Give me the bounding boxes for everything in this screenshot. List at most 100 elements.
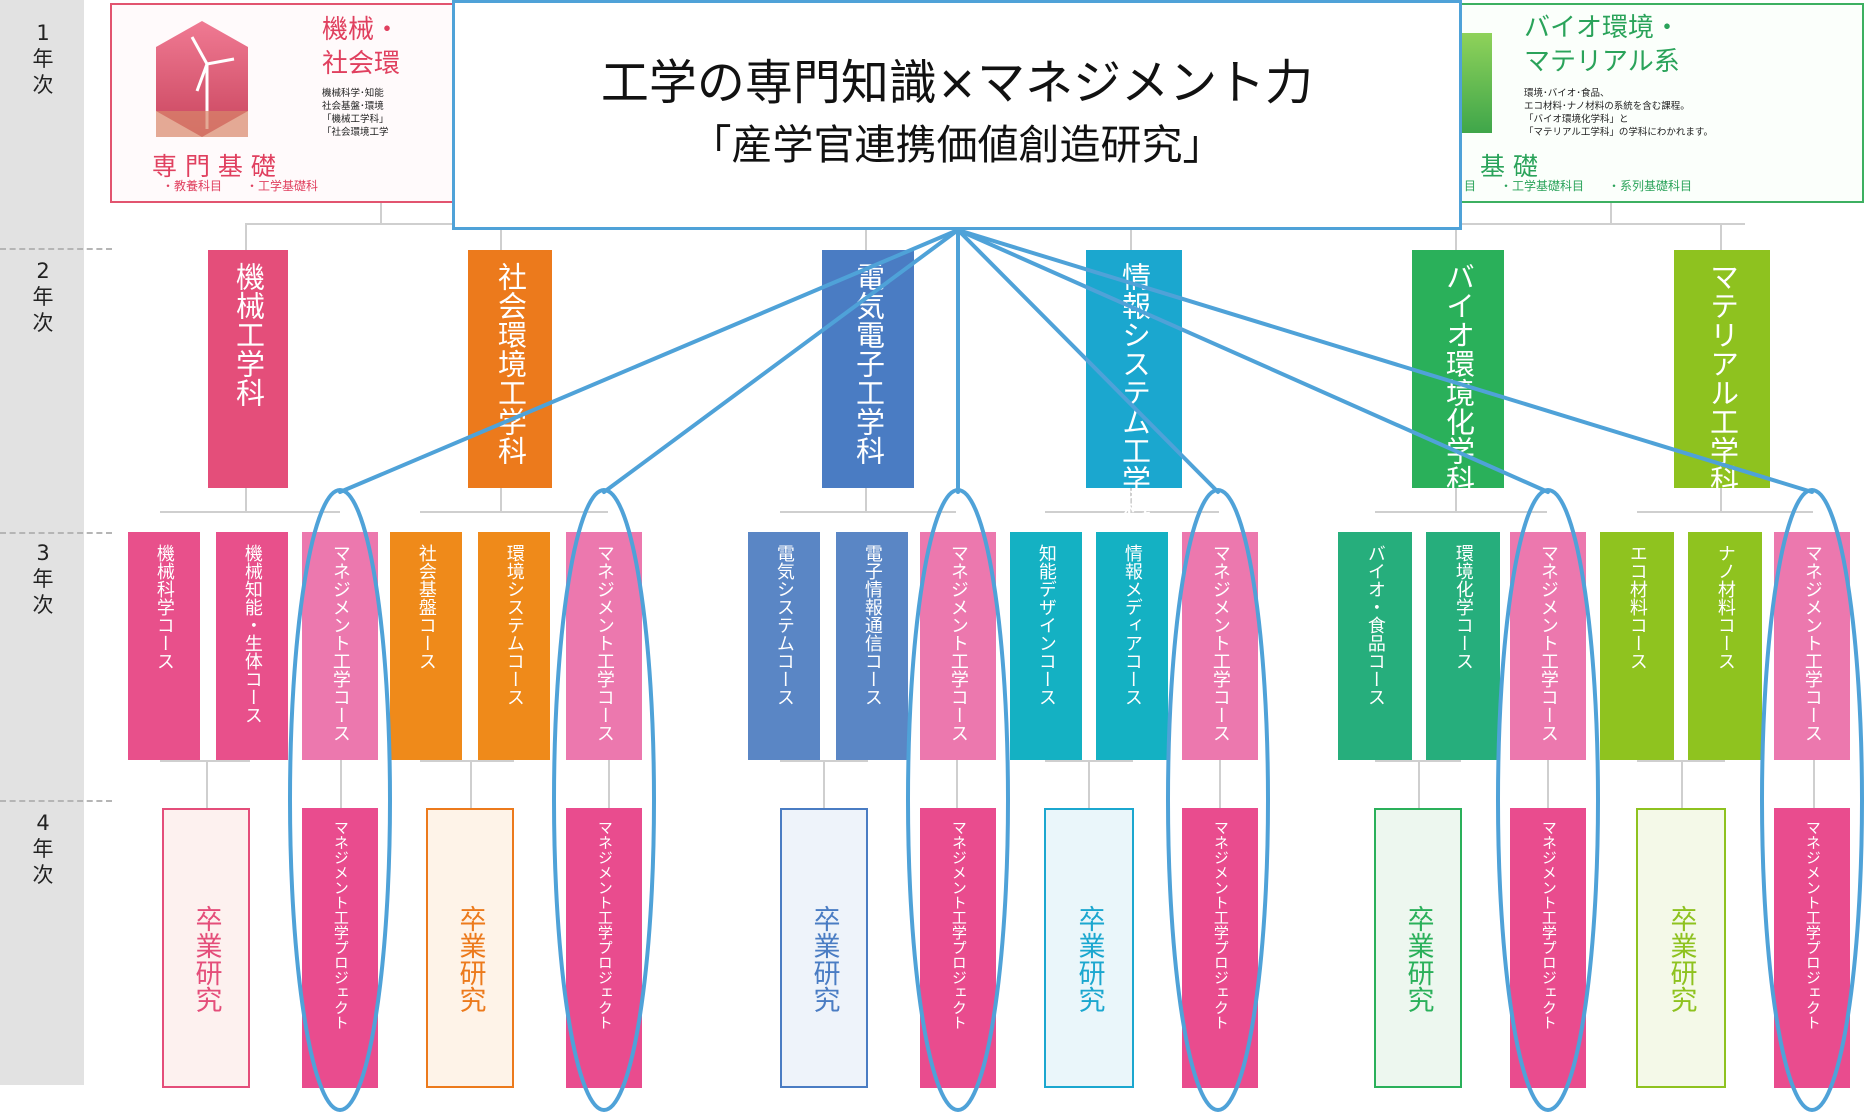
course-electronic-communication: 電子情報通信コース [836,532,908,760]
course-management-engineering: マネジメント工学コース [302,532,378,760]
management-project: マネジメント工学プロジェクト [302,808,378,1088]
year-divider [0,248,112,250]
management-project: マネジメント工学プロジェクト [1774,808,1850,1088]
highlight-ellipse [1760,488,1864,1112]
graduation-research-civil: 卒業研究 [426,808,514,1088]
course-management-engineering-label: マネジメント工学コース [1801,544,1823,742]
graduation-research-label: 卒業研究 [190,905,222,1013]
course-bio-food: バイオ・食品コース [1338,532,1412,760]
year-4-number: 4 [36,811,50,835]
management-project: マネジメント工学プロジェクト [566,808,642,1088]
panel-right-subjects: 目 ・工学基礎科目 ・系列基礎科目 [1464,179,1693,193]
dept-mechanical: 機械工学科 [208,250,288,488]
highlight-ellipse [288,488,392,1112]
bio-materials-panel: バイオ環境・ マテリアル系 環境･バイオ･食品、 エコ材料･ナノ材料の系統を含む… [1450,3,1864,203]
course-information-media: 情報メディアコース [1096,532,1168,760]
dept-civil-environmental: 社会環境工学科 [468,250,552,488]
graduation-research-label: 卒業研究 [1073,905,1105,1013]
management-project-label: マネジメント工学プロジェクト [1539,820,1558,1030]
graduation-research-electrical: 卒業研究 [780,808,868,1088]
course-management-engineering-label: マネジメント工学コース [1209,544,1231,742]
course-management-engineering-label: マネジメント工学コース [329,544,351,742]
year-1-text: 年 次 [32,47,54,97]
management-project-label: マネジメント工学プロジェクト [1803,820,1822,1030]
management-project: マネジメント工学プロジェクト [1510,808,1586,1088]
course-management-engineering: マネジメント工学コース [1182,532,1258,760]
dept-electrical-electronic: 電気電子工学科 [822,250,914,488]
fan-line [602,228,960,494]
course-environmental-chemistry-label: 環境化学コース [1452,544,1474,670]
dept-information-systems: 情報システム工学科 [1086,250,1182,523]
fan-line [956,228,1220,494]
wind-turbine-image [152,19,252,139]
management-project-label: マネジメント工学プロジェクト [595,820,614,1030]
course-nano-materials: ナノ材料コース [1688,532,1762,760]
panel-left-description: 機械科学･知能 社会基盤･環境 「機械工学科」 「社会環境工学 [322,88,389,138]
graduation-research-label: 卒業研究 [1665,905,1697,1013]
graduation-research-label: 卒業研究 [454,905,486,1013]
course-electrical-systems-label: 電気システムコース [773,544,795,706]
course-electronic-communication-label: 電子情報通信コース [861,544,883,706]
management-project-label: マネジメント工学プロジェクト [949,820,968,1030]
dept-mechanical-label: 機械工学科 [231,262,266,407]
course-environmental-chemistry: 環境化学コース [1426,532,1500,760]
course-eco-materials: エコ材料コース [1600,532,1674,760]
fan-line [338,228,960,494]
course-intelligent-design: 知能デザインコース [1010,532,1082,760]
year-divider [0,532,112,534]
course-mechanical-intelligence-label: 機械知能・生体コース [241,544,263,724]
panel-right-title-2: マテリアル系 [1524,47,1680,77]
course-electrical-systems: 電気システムコース [748,532,820,760]
year-4-text: 年 次 [32,837,54,887]
highlight-ellipse [906,488,1010,1112]
course-management-engineering-label: マネジメント工学コース [947,544,969,742]
highlight-ellipse [552,488,656,1112]
year-divider [0,800,112,802]
management-project-label: マネジメント工学プロジェクト [1211,820,1230,1030]
fan-line [956,228,1550,494]
highlight-ellipse [1496,488,1600,1112]
graduation-research-bio: 卒業研究 [1374,808,1462,1088]
graduation-research-mechanical: 卒業研究 [162,808,250,1088]
callout-box: 工学の専門知識×マネジメント力 「産学官連携価値創造研究」 [452,0,1462,230]
graduation-research-materials: 卒業研究 [1636,808,1726,1088]
graduation-research-label: 卒業研究 [1402,905,1434,1013]
course-intelligent-design-label: 知能デザインコース [1035,544,1057,706]
course-management-engineering: マネジメント工学コース [566,532,642,760]
management-project-label: マネジメント工学プロジェクト [331,820,350,1030]
panel-right-foundation: 基 礎 [1480,152,1538,181]
course-management-engineering-label: マネジメント工学コース [1537,544,1559,742]
course-management-engineering: マネジメント工学コース [1510,532,1586,760]
course-nano-materials-label: ナノ材料コース [1714,544,1736,670]
course-civil-infrastructure-label: 社会基盤コース [415,544,437,670]
panel-left-foundation: 専 門 基 礎 [152,152,276,181]
panel-right-title-1: バイオ環境・ [1524,13,1681,43]
course-environmental-systems: 環境システムコース [478,532,550,760]
course-mechanical-intelligence: 機械知能・生体コース [216,532,288,760]
panel-left-title-1: 機械・ [322,15,401,45]
year-2-number: 2 [36,259,50,283]
course-mechanical-science-label: 機械科学コース [153,544,175,670]
mechanical-civil-panel: 機械・ 社会環 機械科学･知能 社会基盤･環境 「機械工学科」 「社会環境工学 … [110,3,482,203]
course-eco-materials-label: エコ材料コース [1626,544,1648,670]
management-project: マネジメント工学プロジェクト [1182,808,1258,1088]
dept-civil-environmental-label: 社会環境工学科 [493,262,528,465]
year-3-number: 3 [36,541,50,565]
panel-left-title-2: 社会環 [322,49,401,79]
graduation-research-label: 卒業研究 [808,905,840,1013]
panel-right-description: 環境･バイオ･食品、 エコ材料･ナノ材料の系統を含む課程。 「バイオ環境化学科」… [1524,88,1713,138]
course-management-engineering: マネジメント工学コース [1774,532,1850,760]
management-project: マネジメント工学プロジェクト [920,808,996,1088]
course-environmental-systems-label: 環境システムコース [503,544,525,706]
course-management-engineering-label: マネジメント工学コース [593,544,615,742]
year-2-text: 年 次 [32,285,54,335]
graduation-research-information: 卒業研究 [1044,808,1134,1088]
highlight-ellipse [1166,488,1270,1112]
panel-left-subjects: ・教養科目 ・工学基礎科 [162,179,319,193]
fan-line [956,228,1814,494]
course-information-media-label: 情報メディアコース [1121,544,1143,706]
